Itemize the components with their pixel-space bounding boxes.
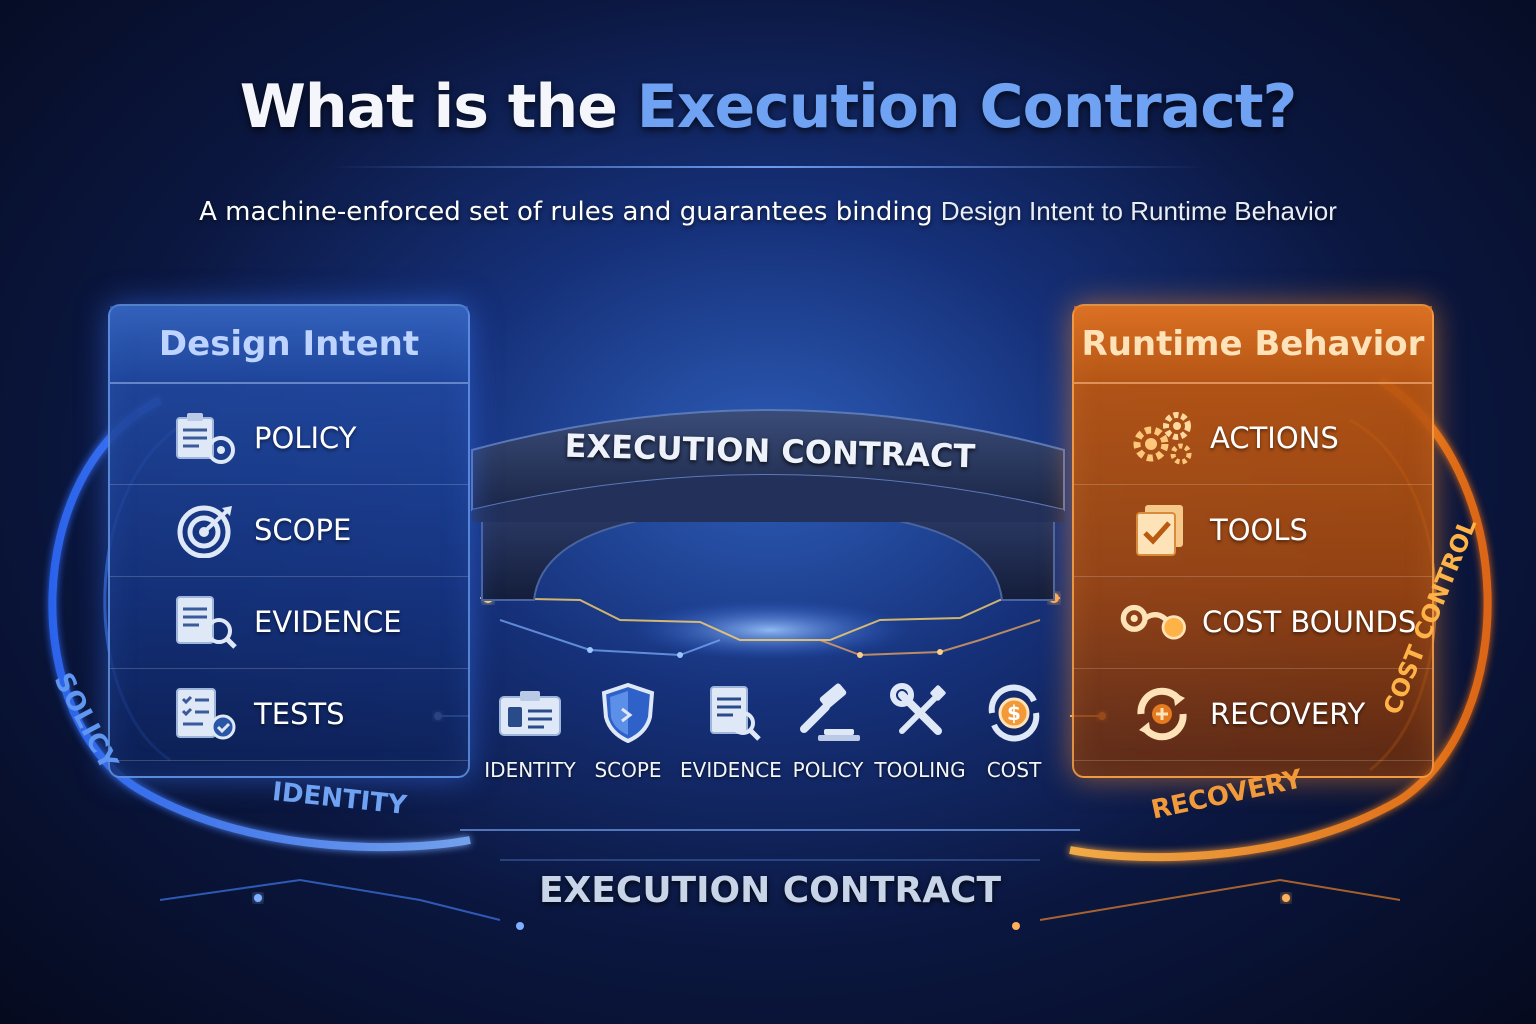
runtime-behavior-label: RECOVERY [1210, 697, 1366, 731]
contract-item-label: POLICY [792, 758, 864, 782]
page-title: What is the Execution Contract? [0, 72, 1536, 142]
wrench-screwdriver-icon [870, 680, 970, 746]
design-intent-item-evidence: EVIDENCE [110, 576, 468, 669]
recovery-cycle-icon [1126, 684, 1198, 744]
id-card-icon [480, 680, 580, 746]
contract-item-evidence: EVIDENCE [680, 680, 782, 782]
document-magnifier-icon [170, 592, 242, 652]
subtitle: A machine-enforced set of rules and guar… [0, 196, 1536, 227]
coin-link-icon [1118, 592, 1190, 652]
contract-item-label: COST [986, 758, 1042, 782]
design-intent-label: POLICY [254, 421, 357, 455]
gavel-icon [778, 680, 878, 746]
title-highlight: Execution Contract? [636, 72, 1298, 142]
shield-icon [578, 680, 678, 746]
clipboard-gear-icon [170, 408, 242, 468]
runtime-behavior-title: Runtime Behavior [1074, 306, 1432, 384]
contract-item-label: IDENTITY [484, 758, 576, 782]
checklist-icon [170, 684, 242, 744]
contract-item-label: EVIDENCE [680, 758, 782, 782]
document-search-icon [680, 680, 780, 746]
design-intent-label: EVIDENCE [254, 605, 402, 639]
design-intent-title: Design Intent [110, 306, 468, 384]
design-intent-panel: Design Intent POLICY SCOPE EVIDENCE TEST… [108, 304, 470, 778]
runtime-behavior-item-cost-bounds: COST BOUNDS [1074, 576, 1432, 669]
design-intent-label: TESTS [254, 697, 345, 731]
svg-text:$: $ [1007, 701, 1021, 725]
subtitle-lead: A machine-enforced set of rules and guar… [199, 197, 941, 227]
contract-item-scope: SCOPE [578, 680, 678, 782]
checked-box-icon [1126, 500, 1198, 560]
right-outer-arc [1069, 376, 1492, 862]
runtime-behavior-item-recovery: RECOVERY [1074, 668, 1432, 761]
design-intent-item-tests: TESTS [110, 668, 468, 761]
runtime-behavior-panel: Runtime Behavior ACTIONS TOOLS COST BOUN… [1072, 304, 1434, 778]
contract-item-cost: $ COST [964, 680, 1064, 782]
title-divider [330, 166, 1206, 168]
runtime-behavior-label: COST BOUNDS [1202, 605, 1417, 639]
bottom-contract-label: EXECUTION CONTRACT [538, 870, 1002, 911]
runtime-behavior-label: TOOLS [1210, 513, 1308, 547]
dollar-cycle-icon: $ [964, 680, 1064, 746]
contract-item-label: TOOLING [874, 758, 966, 782]
subtitle-tail: Design Intent to Runtime Behavior [940, 196, 1337, 226]
contract-item-label: SCOPE [594, 758, 662, 782]
design-intent-item-policy: POLICY [110, 392, 468, 485]
title-lead: What is the [239, 72, 637, 142]
contract-item-identity: IDENTITY [480, 680, 580, 782]
contract-item-tooling: TOOLING [870, 680, 970, 782]
gears-icon [1126, 408, 1198, 468]
runtime-behavior-item-actions: ACTIONS [1074, 392, 1432, 485]
bridge-graphic [471, 409, 1065, 601]
runtime-behavior-label: ACTIONS [1210, 421, 1339, 455]
contract-item-policy: POLICY [778, 680, 878, 782]
runtime-behavior-item-tools: TOOLS [1074, 484, 1432, 577]
target-icon [170, 500, 242, 560]
design-intent-label: SCOPE [254, 513, 352, 547]
design-intent-item-scope: SCOPE [110, 484, 468, 577]
